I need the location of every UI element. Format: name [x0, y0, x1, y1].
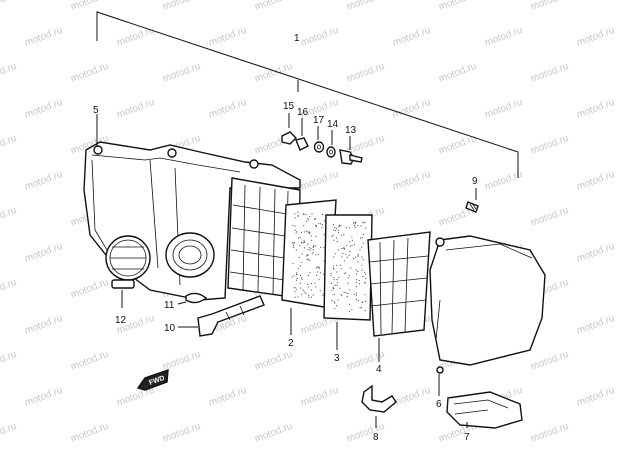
- watermark-text: motod.ru: [391, 385, 432, 409]
- watermark-text: motod.ru: [345, 61, 386, 85]
- watermark-text: motod.ru: [529, 205, 570, 229]
- watermark-text: motod.ru: [575, 241, 616, 265]
- watermark-text: motod.ru: [529, 0, 570, 13]
- callout-13: 13: [345, 125, 357, 136]
- callout-12: 12: [115, 315, 127, 326]
- watermark-text: motod.ru: [23, 313, 64, 337]
- washer-17: [313, 141, 325, 153]
- watermark-text: motod.ru: [207, 97, 248, 121]
- watermark-text: motod.ru: [575, 169, 616, 193]
- assembly-bracket-line: [96, 11, 519, 178]
- air-cleaner-cap: [429, 235, 546, 374]
- watermark-text: motod.ru: [115, 25, 156, 49]
- callout-14: 14: [327, 119, 339, 130]
- watermark-text: motod.ru: [69, 421, 110, 445]
- watermark-text: motod.ru: [575, 313, 616, 337]
- callout-8: 8: [373, 432, 379, 443]
- callout-7: 7: [464, 432, 470, 443]
- watermark-text: motod.ru: [391, 97, 432, 121]
- callout-9: 9: [472, 176, 478, 187]
- watermark-text: motod.ru: [161, 0, 202, 13]
- callout-2: 2: [288, 338, 294, 349]
- watermark-text: motod.ru: [575, 97, 616, 121]
- callout-1: 1: [294, 33, 300, 44]
- callout-6: 6: [436, 399, 442, 410]
- watermark-text: motod.ru: [391, 25, 432, 49]
- outer-filter-texture: [291, 211, 328, 298]
- callout-17: 17: [313, 115, 325, 126]
- drain-hose: [197, 295, 265, 337]
- bracket-clip: [361, 384, 397, 413]
- watermark-text: motod.ru: [253, 349, 294, 373]
- small-clip: [185, 292, 208, 304]
- watermark-text: motod.ru: [23, 241, 64, 265]
- callout-10: 10: [164, 323, 176, 334]
- watermark-text: motod.ru: [575, 25, 616, 49]
- callout-15: 15: [283, 101, 295, 112]
- hose-clamp: [105, 235, 151, 289]
- callout-11: 11: [164, 300, 175, 311]
- watermark-text: motod.ru: [0, 277, 18, 301]
- watermark-text: motod.ru: [69, 349, 110, 373]
- callout-16: 16: [297, 107, 309, 118]
- watermark-text: motod.ru: [391, 169, 432, 193]
- watermark-text: motod.ru: [529, 133, 570, 157]
- watermark-text: motod.ru: [23, 169, 64, 193]
- watermark-text: motod.ru: [299, 385, 340, 409]
- watermark-text: motod.ru: [23, 25, 64, 49]
- watermark-text: motod.ru: [161, 421, 202, 445]
- watermark-text: motod.ru: [529, 61, 570, 85]
- watermark-text: motod.ru: [23, 97, 64, 121]
- watermark-text: motod.ru: [483, 25, 524, 49]
- callout-4: 4: [376, 364, 382, 375]
- watermark-text: motod.ru: [207, 25, 248, 49]
- inner-filter-element: [323, 214, 373, 321]
- watermark-text: motod.ru: [0, 0, 18, 13]
- callout-numbers: 1 5 15 16 17 14 13 9 11 10 12 2 3 4 6 7 …: [93, 33, 478, 443]
- case-element-cage: [227, 177, 301, 299]
- watermark-text: motod.ru: [115, 97, 156, 121]
- fwd-arrow-badge: FWD: [136, 368, 169, 391]
- watermark-text: motod.ru: [23, 385, 64, 409]
- watermark-text: motod.ru: [69, 0, 110, 13]
- callout-5: 5: [93, 105, 99, 116]
- watermark-text: motod.ru: [0, 133, 18, 157]
- fastener-group: [281, 131, 363, 165]
- watermark-text: motod.ru: [253, 0, 294, 13]
- watermark-text: motod.ru: [0, 205, 18, 229]
- grommet-15: [281, 131, 297, 145]
- watermark-text: motod.ru: [69, 277, 110, 301]
- bolt-13: [339, 149, 363, 165]
- watermark-text: motod.ru: [161, 349, 202, 373]
- watermark-text: motod.ru: [529, 421, 570, 445]
- collar-16: [295, 137, 309, 151]
- intake-duct: [446, 391, 523, 429]
- callout-3: 3: [334, 353, 340, 364]
- watermark-text: motod.ru: [345, 0, 386, 13]
- watermark-text: motod.ru: [0, 349, 18, 373]
- element-holder-grid: [367, 231, 431, 337]
- watermark-text: motod.ru: [299, 169, 340, 193]
- watermark-text: motod.ru: [161, 61, 202, 85]
- watermark-text: motod.ru: [69, 61, 110, 85]
- watermark-text: motod.ru: [575, 385, 616, 409]
- watermark-text: motod.ru: [345, 421, 386, 445]
- washer-14: [326, 146, 336, 158]
- inner-filter-texture: [330, 221, 367, 313]
- screw: [465, 201, 479, 213]
- watermark-text: motod.ru: [253, 421, 294, 445]
- watermark-text: motod.ru: [483, 97, 524, 121]
- watermark-text: motod.ru: [437, 0, 478, 13]
- watermark-text: motod.ru: [0, 61, 18, 85]
- watermark-text: motod.ru: [253, 61, 294, 85]
- watermark-text: motod.ru: [299, 25, 340, 49]
- watermark-text: motod.ru: [529, 349, 570, 373]
- watermark-text: motod.ru: [0, 421, 18, 445]
- watermark-text: motod.ru: [437, 61, 478, 85]
- leader-lines: [96, 113, 477, 428]
- watermark-text: motod.ru: [207, 385, 248, 409]
